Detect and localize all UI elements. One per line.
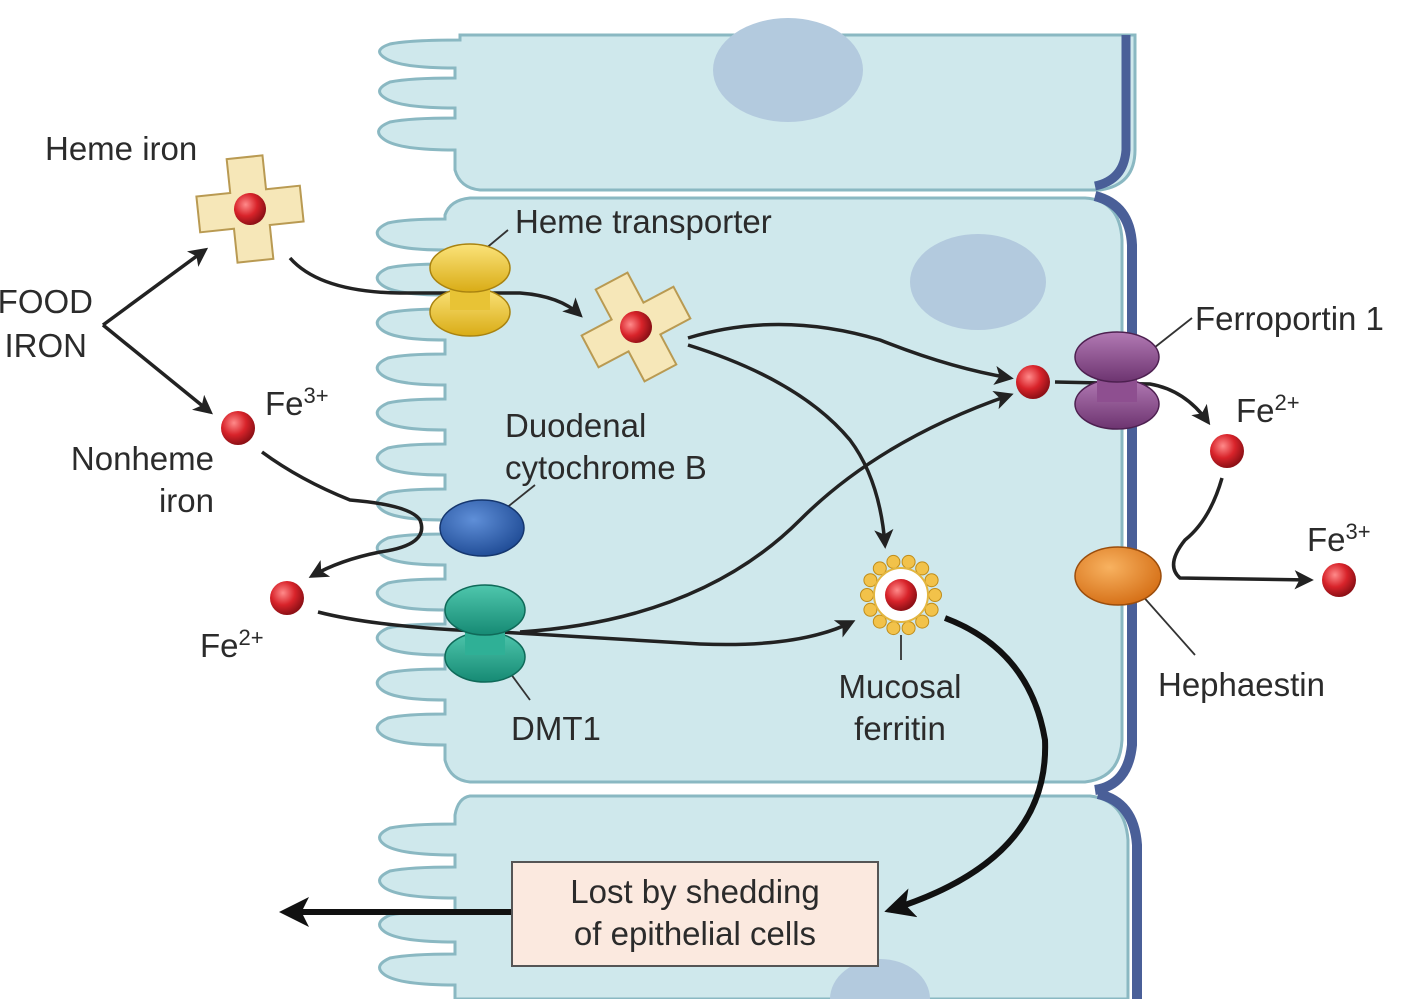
- ferritin-bead: [924, 573, 939, 588]
- iron-fe3-left: [221, 411, 255, 445]
- ferritin-bead: [901, 554, 916, 569]
- nucleus-middle: [910, 234, 1046, 330]
- ferritin-bead: [886, 621, 901, 636]
- ferritin-bead: [901, 621, 916, 636]
- leader-hephaestin: [1139, 592, 1196, 656]
- duodenal-cytochrome-b-protein: [439, 499, 525, 557]
- label-dcytb-2: cytochrome B: [505, 449, 707, 486]
- label-fe2-left: Fe2+: [200, 625, 264, 664]
- label-ferroportin: Ferroportin 1: [1195, 300, 1384, 337]
- label-food-iron-1: FOOD: [0, 283, 93, 320]
- arrow-heme-to-iron: [687, 322, 1014, 385]
- label-nonheme-2: iron: [159, 482, 214, 519]
- pathway-arrows: [101, 247, 1314, 927]
- ferritin-bead: [872, 561, 887, 576]
- iron-cytosolic: [1016, 365, 1050, 399]
- ferritin-bead: [924, 602, 939, 617]
- ferritin-bead: [863, 602, 878, 617]
- ferritin-bead: [860, 588, 874, 602]
- arrow-fe3-reduction: [260, 450, 424, 578]
- iron-fe2-left: [270, 581, 304, 615]
- shedding-box: [511, 861, 879, 967]
- label-mucosal-2: ferritin: [854, 710, 946, 747]
- label-dcytb-1: Duodenal: [505, 407, 646, 444]
- label-fe2-right: Fe2+: [1236, 390, 1300, 429]
- arrow-food-to-nonheme: [101, 323, 213, 415]
- label-food-iron-2: IRON: [5, 327, 88, 364]
- cell-bottom-basal-membrane: [1096, 789, 1142, 999]
- label-fe3-left: Fe3+: [265, 383, 329, 422]
- ferroportin-protein: [1074, 331, 1160, 430]
- heme-molecule-outside: [195, 154, 305, 264]
- arrow-heme-to-ferritin: [687, 343, 894, 549]
- label-heme-transporter: Heme transporter: [515, 203, 772, 240]
- dmt1-protein: [444, 584, 526, 683]
- label-dmt1: DMT1: [511, 710, 601, 747]
- nucleus-top: [713, 18, 863, 122]
- label-heme-iron: Heme iron: [45, 130, 197, 167]
- ferritin-bead: [915, 561, 930, 576]
- label-shedding-2: of epithelial cells: [574, 915, 816, 952]
- label-hephaestin: Hephaestin: [1158, 666, 1325, 703]
- arrow-heme-uptake: [288, 256, 583, 318]
- arrow-fe2-oxidation: [1171, 477, 1314, 590]
- iron-fe3-right: [1322, 563, 1356, 597]
- label-shedding-1: Lost by shedding: [570, 873, 820, 910]
- hephaestin-protein: [1074, 546, 1162, 606]
- ferritin-bead: [863, 573, 878, 588]
- ferritin-bead: [872, 614, 887, 629]
- heme-molecule-inside: [580, 271, 692, 383]
- ferritin-bead: [915, 614, 930, 629]
- mucosal-ferritin-particle: [860, 554, 942, 636]
- ferritin-bead: [886, 554, 901, 569]
- cell-top-basal-membrane: [1093, 35, 1131, 191]
- heme-transporter-protein: [429, 243, 511, 337]
- nucleus-bottom: [830, 959, 930, 1004]
- iron-atoms: [221, 365, 1356, 615]
- cell-middle-basal-membrane: [1093, 191, 1137, 795]
- label-fe3-right: Fe3+: [1307, 519, 1371, 558]
- ferritin-bead: [928, 588, 942, 602]
- arrow-fe2-to-ferroportin: [519, 390, 1014, 634]
- iron-fe2-right: [1210, 434, 1244, 468]
- arrow-food-to-heme: [101, 247, 209, 327]
- labels: Heme iron FOOD IRON Fe3+ Nonheme iron Fe…: [0, 130, 1384, 952]
- arrow-iron-export: [1054, 380, 1211, 426]
- label-mucosal-1: Mucosal: [839, 668, 962, 705]
- arrow-ferritin-to-shedding: [884, 615, 1049, 918]
- label-nonheme-1: Nonheme: [71, 440, 214, 477]
